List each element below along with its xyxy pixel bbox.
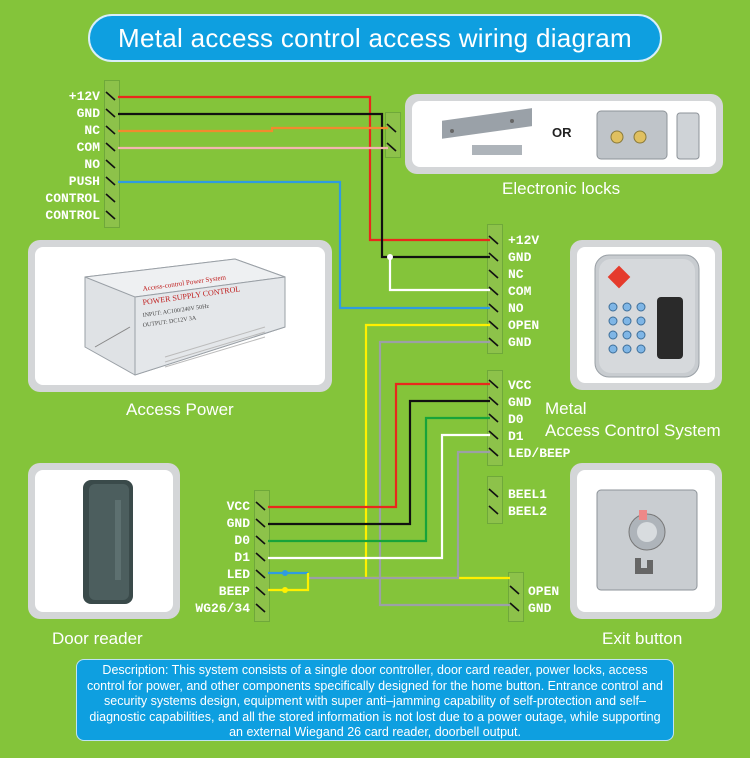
- terminal-label: GND: [76, 106, 100, 121]
- keypad-panel: [570, 240, 722, 390]
- wire-ledbeep-gray: [308, 450, 490, 580]
- metal-system-caption-2: Access Control System: [545, 421, 721, 440]
- electronic-locks-caption: Electronic locks: [502, 179, 621, 198]
- terminal-label: NC: [508, 267, 524, 282]
- terminal-label: CONTROL: [45, 191, 100, 206]
- terminal-label: VCC: [226, 499, 250, 514]
- or-label: OR: [552, 125, 572, 140]
- terminal-label: BEEL1: [508, 487, 548, 502]
- wire-vcc-red: [268, 382, 490, 509]
- page-title: Metal access control access wiring diagr…: [117, 22, 632, 53]
- exit-button-caption: Exit button: [602, 629, 683, 648]
- terminal-label: NC: [84, 123, 100, 138]
- terminal-label: OPEN: [528, 584, 560, 599]
- terminal-label: BEEL2: [508, 504, 548, 519]
- terminal-label: D0: [234, 533, 250, 548]
- card-reader-illustration: [83, 480, 133, 604]
- rim-lock-image: [596, 110, 700, 160]
- terminal-label: COM: [508, 284, 532, 299]
- door-reader-caption: Door reader: [52, 629, 143, 648]
- door-reader-panel: [28, 463, 180, 619]
- terminal-label: GND: [226, 516, 250, 531]
- title-banner: Metal access control access wiring diagr…: [88, 14, 662, 62]
- access-terminal-block-top: [487, 224, 503, 354]
- terminal-label: COM: [76, 140, 100, 155]
- terminal-label: LED: [226, 567, 250, 582]
- exit-button-panel: [570, 463, 722, 619]
- terminal-label: +12V: [68, 89, 100, 104]
- terminal-label: GND: [508, 335, 532, 350]
- wire-com-white: [388, 257, 490, 292]
- access-power-panel: Access-control Power System POWER SUPPLY…: [28, 240, 332, 392]
- terminal-label: BEEP: [218, 584, 250, 599]
- terminal-label: NO: [508, 301, 524, 316]
- metal-system-caption-1: Metal: [545, 399, 587, 418]
- description-box: Description: This system consists of a s…: [76, 659, 674, 741]
- exit-button-illustration: [596, 489, 698, 591]
- keypad-illustration: [594, 254, 700, 378]
- wire-gnd-black-2: [268, 399, 490, 526]
- electronic-locks-panel: OR: [405, 94, 723, 174]
- terminal-label: PUSH: [68, 174, 100, 189]
- terminal-label: CONTROL: [45, 208, 100, 223]
- wire-beep-yellow: [268, 573, 310, 592]
- terminal-label: OPEN: [508, 318, 540, 333]
- terminal-label: NO: [84, 157, 100, 172]
- wire-nc-orange: [118, 126, 388, 133]
- terminal-label: GND: [508, 395, 532, 410]
- power-supply-illustration: Access-control Power System POWER SUPPLY…: [84, 258, 286, 376]
- access-terminal-block-mid: [487, 370, 503, 466]
- terminal-label: GND: [528, 601, 552, 616]
- terminal-label: +12V: [508, 233, 540, 248]
- terminal-label: VCC: [508, 378, 532, 393]
- terminal-label: GND: [508, 250, 532, 265]
- terminal-label: D1: [234, 550, 250, 565]
- access-terminal-block-bell: [487, 476, 503, 524]
- terminal-label: WG26/34: [195, 601, 250, 616]
- controller-terminal-block: [104, 80, 120, 228]
- hand-icon: [635, 558, 653, 574]
- exit-terminal-block: [508, 572, 524, 622]
- wire-d0-green: [268, 416, 490, 543]
- lock-terminal-block: [385, 112, 401, 158]
- terminal-label: LED/BEEP: [508, 446, 571, 461]
- wire-d1-white: [268, 433, 490, 560]
- reader-terminal-block: [254, 490, 270, 622]
- bolt-lock-image: [442, 108, 532, 155]
- locks-illustration: OR: [442, 108, 700, 160]
- terminal-label: D1: [508, 429, 524, 444]
- terminal-label: D0: [508, 412, 524, 427]
- access-power-caption: Access Power: [126, 400, 234, 419]
